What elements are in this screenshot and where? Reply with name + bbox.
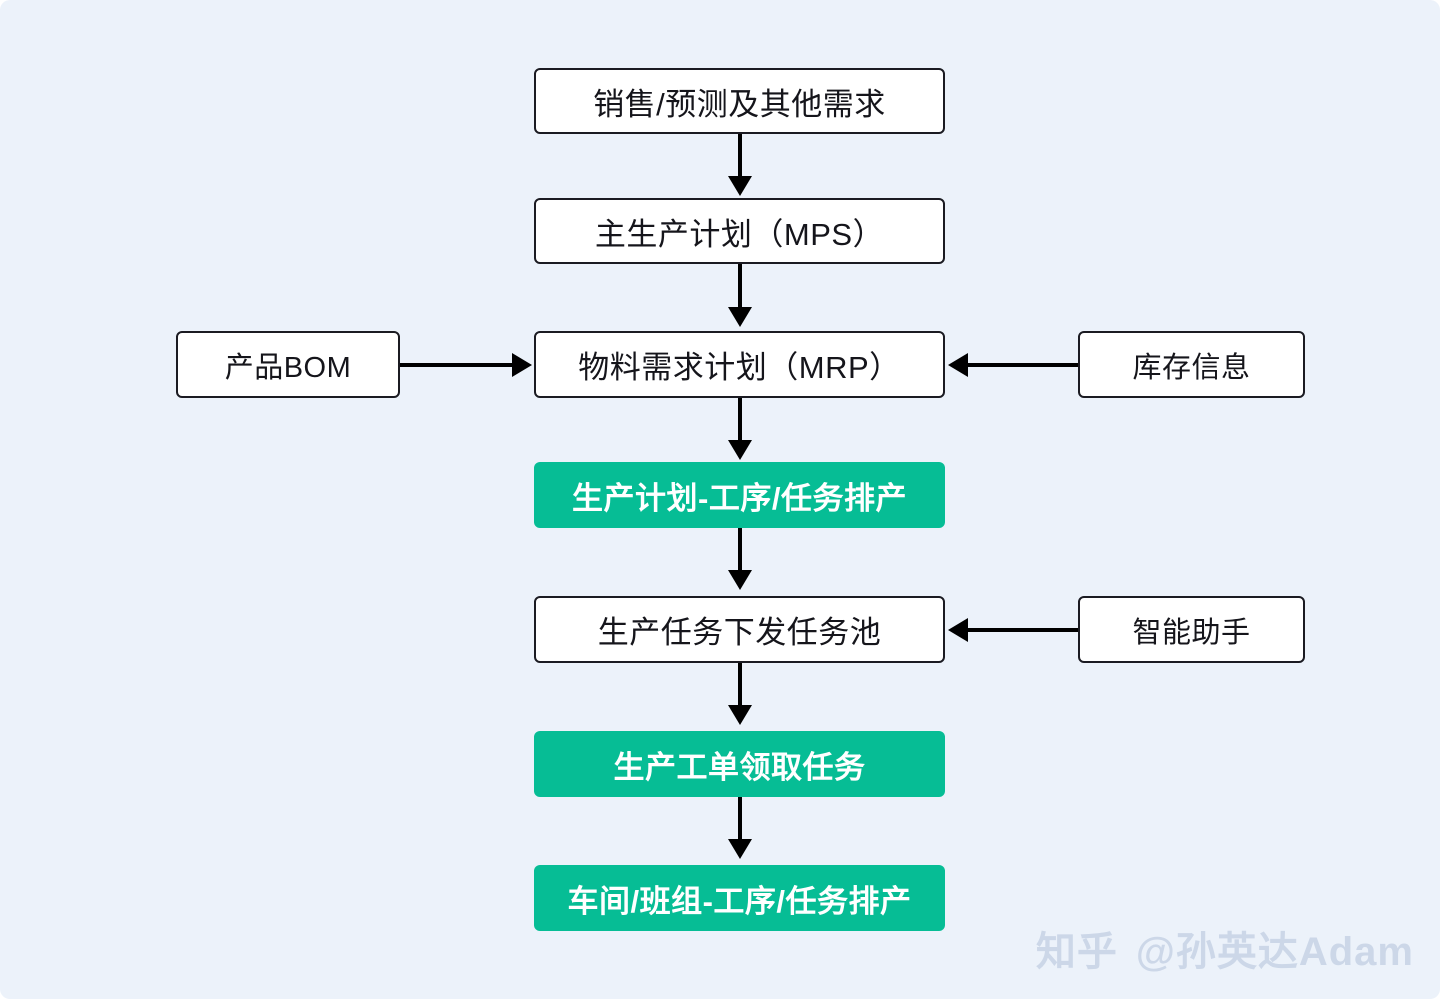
connector-mps-to-mrp-line: [738, 264, 742, 309]
connector-production-plan-to-task-pool-arrowhead: [728, 570, 752, 590]
watermark-username: @孙英达Adam: [1135, 930, 1414, 974]
node-inventory-information[interactable]: 库存信息: [1078, 331, 1305, 398]
node-production-plan-process-task-scheduling[interactable]: 生产计划-工序/任务排产: [534, 462, 945, 528]
node-material-requirements-planning[interactable]: 物料需求计划（MRP）: [534, 331, 945, 398]
connector-mrp-to-production-plan-arrowhead: [728, 440, 752, 460]
connector-mrp-to-production-plan-line: [738, 398, 742, 442]
node-task-dispatch-pool[interactable]: 生产任务下发任务池: [534, 596, 945, 663]
node-work-order-claim-task[interactable]: 生产工单领取任务: [534, 731, 945, 797]
connector-assistant-to-task-pool-arrowhead: [948, 618, 968, 642]
node-sales-forecast-demand[interactable]: 销售/预测及其他需求: [534, 68, 945, 134]
connector-bom-to-mrp-line: [400, 363, 513, 367]
connector-assistant-to-task-pool-line: [968, 628, 1080, 632]
connector-mps-to-mrp-arrowhead: [728, 307, 752, 327]
watermark: 知乎 @孙英达Adam: [1036, 919, 1414, 977]
connector-work-order-to-workshop-line: [738, 797, 742, 841]
node-intelligent-assistant[interactable]: 智能助手: [1078, 596, 1305, 663]
connector-production-plan-to-task-pool-line: [738, 528, 742, 572]
connector-task-pool-to-work-order-arrowhead: [728, 705, 752, 725]
watermark-brand: 知乎: [1035, 930, 1118, 974]
connector-demand-to-mps-arrowhead: [728, 176, 752, 196]
connector-inventory-to-mrp-line: [968, 363, 1080, 367]
connector-bom-to-mrp-arrowhead: [512, 353, 532, 377]
connector-task-pool-to-work-order-line: [738, 663, 742, 707]
connector-work-order-to-workshop-arrowhead: [728, 839, 752, 859]
connector-inventory-to-mrp-arrowhead: [948, 353, 968, 377]
connector-demand-to-mps-line: [738, 134, 742, 178]
node-workshop-team-process-task-scheduling[interactable]: 车间/班组-工序/任务排产: [534, 865, 945, 931]
node-master-production-schedule[interactable]: 主生产计划（MPS）: [534, 198, 945, 264]
node-product-bom[interactable]: 产品BOM: [176, 331, 400, 398]
